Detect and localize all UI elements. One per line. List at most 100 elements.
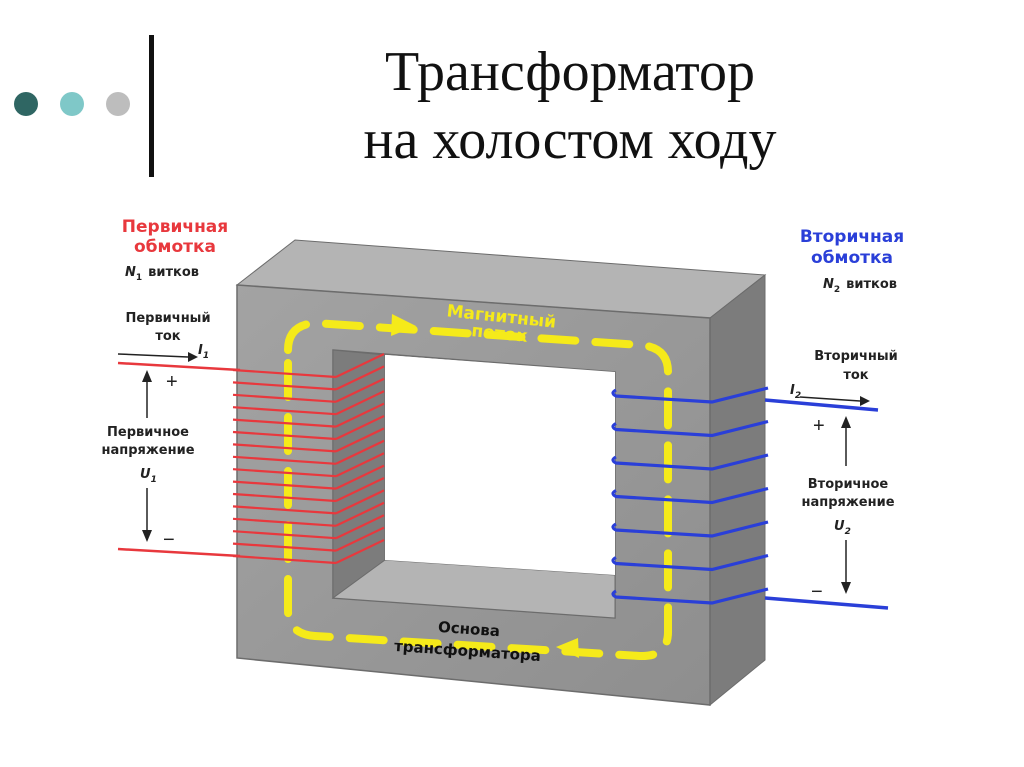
primary-current-arrow — [117, 353, 189, 358]
secondary-minus: − — [811, 581, 823, 603]
primary-turns-sub: 1 — [136, 273, 142, 283]
primary-turn — [232, 468, 337, 478]
primary-voltage-label: Первичное напряжение — [101, 425, 194, 458]
primary-plus: + — [166, 371, 178, 393]
primary-turn-back — [335, 514, 385, 540]
primary-lead-top — [117, 361, 241, 372]
magnetic-flux-path — [284, 318, 672, 661]
primary-turn-back — [335, 539, 385, 564]
core-window-inner — [385, 355, 615, 575]
primary-turn-back — [335, 477, 385, 502]
secondary-current-symbol-letter: I — [790, 383, 795, 398]
primary-turn-back — [335, 353, 385, 378]
primary-voltage-arrowhead-down — [142, 530, 152, 542]
label-line: ток — [155, 329, 180, 344]
title-line-2: на холостом ходу — [363, 109, 777, 171]
primary-voltage-symbol: U1 — [140, 467, 157, 485]
dot-3 — [106, 92, 130, 116]
primary-current-label: Первичный ток — [125, 311, 210, 344]
secondary-turn — [611, 386, 769, 404]
primary-turn-back — [335, 415, 385, 440]
label-line: ток — [843, 368, 868, 383]
primary-current-symbol: I1 — [198, 343, 209, 361]
primary-voltage-symbol-sub: 1 — [151, 475, 157, 485]
secondary-turn — [611, 453, 769, 471]
secondary-turns-sub: 2 — [834, 285, 840, 295]
dot-1 — [14, 92, 38, 116]
secondary-voltage-arrowhead-down — [841, 582, 851, 594]
secondary-voltage-symbol-sub: 2 — [845, 527, 851, 537]
primary-turn-back — [335, 365, 385, 391]
vertical-divider — [149, 35, 154, 177]
label-line: Основа — [438, 618, 501, 640]
primary-turn-back — [335, 390, 385, 416]
primary-minus: − — [163, 529, 175, 551]
primary-turn — [232, 542, 337, 552]
secondary-lead-top — [764, 398, 879, 412]
secondary-voltage-arrowhead-up — [841, 416, 851, 428]
primary-turn — [232, 418, 337, 428]
secondary-turn — [611, 419, 769, 438]
label-line: Вторичный — [814, 349, 898, 364]
label-line: Первичное — [107, 425, 189, 440]
primary-turn — [232, 480, 337, 490]
primary-turn — [232, 492, 337, 503]
decorative-dots — [14, 92, 134, 122]
secondary-turns-symbol: N — [823, 277, 834, 292]
secondary-current-arrowhead — [860, 396, 870, 406]
primary-lead-bottom — [117, 547, 241, 558]
primary-turn-back — [335, 377, 385, 403]
primary-voltage-arrowhead-up — [142, 370, 152, 382]
secondary-turns-word: витков — [846, 277, 897, 292]
secondary-turn — [611, 553, 769, 572]
primary-current-symbol-sub: 1 — [203, 351, 209, 361]
secondary-plus: + — [813, 415, 825, 437]
secondary-current-arrow — [799, 396, 861, 402]
label-line: Вторичное — [808, 477, 889, 492]
primary-turn — [232, 455, 337, 465]
primary-turn — [232, 368, 337, 379]
secondary-current-symbol-sub: 2 — [795, 391, 801, 401]
flux-arrow-top — [391, 314, 416, 336]
primary-turn-back — [335, 464, 385, 490]
label-line: напряжение — [101, 443, 194, 458]
primary-turn — [232, 505, 337, 515]
label-line: Первичная — [122, 217, 228, 237]
primary-turn — [232, 393, 337, 403]
primary-current-symbol-letter: I — [198, 343, 203, 358]
primary-turn-back — [335, 452, 385, 478]
primary-turn — [232, 517, 337, 527]
secondary-winding — [611, 386, 769, 605]
secondary-turn — [611, 486, 769, 505]
primary-turn-back — [335, 439, 385, 465]
primary-turns-label: N1 витков — [125, 265, 199, 283]
label-line: обмотка — [811, 248, 893, 268]
secondary-turn — [611, 587, 769, 605]
primary-current-arrowhead — [188, 352, 198, 362]
primary-turn — [232, 381, 337, 391]
primary-turns-symbol: N — [125, 265, 136, 280]
primary-turns-word: витков — [148, 265, 199, 280]
secondary-turns-label: N2 витков — [823, 277, 897, 295]
primary-turn — [232, 530, 337, 540]
secondary-turn — [611, 520, 769, 538]
secondary-lead-bottom — [764, 596, 889, 610]
title-line-1: Трансформатор — [384, 41, 756, 103]
primary-turn-back — [335, 427, 385, 453]
secondary-current-symbol: I2 — [790, 383, 801, 401]
label-line: обмотка — [134, 237, 216, 257]
flux-arrow-bottom — [556, 638, 579, 658]
primary-turn-back — [335, 402, 385, 428]
primary-turn — [232, 443, 337, 453]
primary-voltage-symbol-letter: U — [140, 467, 151, 482]
label-line: Первичный — [125, 311, 210, 326]
secondary-current-label: Вторичный ток — [814, 349, 898, 383]
label-line: Вторичная — [800, 227, 904, 247]
slide-title: Трансформатор на холостом ходу — [300, 38, 840, 174]
primary-turn-back — [335, 501, 385, 527]
primary-turn-back — [335, 489, 385, 515]
